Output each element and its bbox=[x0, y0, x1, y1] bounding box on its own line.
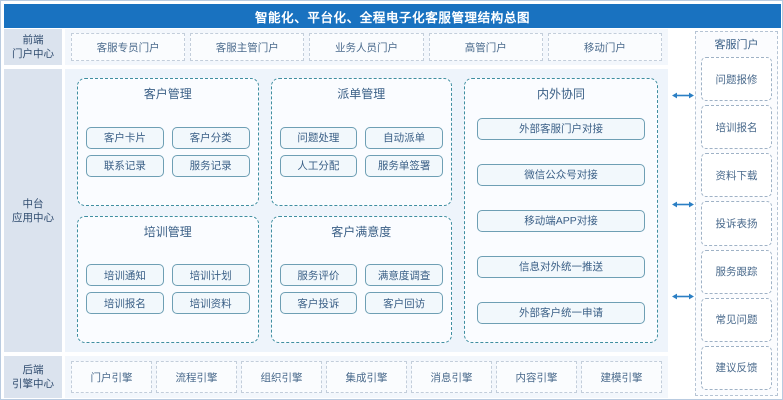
portal-cell-supervisor[interactable]: 客服主管门户 bbox=[190, 33, 305, 61]
chip-auto-dispatch[interactable]: 自动派单 bbox=[365, 126, 443, 149]
engine-label: 流程引擎 bbox=[175, 371, 218, 384]
page-title: 智能化、平台化、全程电子化客服管理结构总图 bbox=[254, 10, 531, 25]
chip-training-materials[interactable]: 培训资料 bbox=[171, 292, 250, 315]
portal-cell-mobile[interactable]: 移动门户 bbox=[547, 33, 663, 61]
chip-service-order-sign[interactable]: 服务单签署 bbox=[365, 154, 443, 177]
engine-label: 门户引擎 bbox=[90, 371, 133, 384]
center-column: 客服专员门户 客服主管门户 业务人员门户 高管门户 移动门户 bbox=[62, 29, 671, 398]
portal-label: 移动门户 bbox=[583, 41, 626, 54]
engine-cell-content[interactable]: 内容引擎 bbox=[496, 361, 577, 393]
panel-items: 培训通知 培训计划 培训报名 培训资料 bbox=[86, 245, 250, 335]
portal-row: 客服专员门户 客服主管门户 业务人员门户 高管门户 移动门户 bbox=[65, 29, 668, 65]
panel-customer-satisfaction: 客户满意度 服务评价 满意度调查 客户投诉 客户回访 bbox=[270, 215, 452, 343]
chip-customer-complaint[interactable]: 客户投诉 bbox=[279, 292, 358, 315]
rail-divider-1 bbox=[4, 65, 62, 69]
panel-title: 培训管理 bbox=[143, 224, 192, 239]
panel-title: 客户满意度 bbox=[331, 224, 392, 239]
engine-cell-portal[interactable]: 门户引擎 bbox=[71, 361, 152, 393]
chip-training-notice[interactable]: 培训通知 bbox=[86, 264, 164, 287]
section-divider-top bbox=[65, 65, 668, 69]
chip-wechat-official-integration[interactable]: 微信公众号对接 bbox=[477, 163, 645, 186]
chip-mobile-app-integration[interactable]: 移动端APP对接 bbox=[477, 209, 645, 232]
panel-dispatch-management: 派单管理 问题处理 自动派单 人工分配 服务单签署 bbox=[270, 78, 452, 206]
right-item-issue-report[interactable]: 问题报修 bbox=[701, 57, 772, 102]
portal-cell-executive[interactable]: 高管门户 bbox=[428, 33, 543, 61]
panel-internal-external-collaboration: 内外协同 外部客服门户对接 微信公众号对接 移动端APP对接 信息对外统一推送 … bbox=[464, 78, 658, 343]
panel-title: 派单管理 bbox=[337, 87, 386, 101]
engine-cell-modeling[interactable]: 建模引擎 bbox=[581, 361, 662, 393]
chip-customer-revisit[interactable]: 客户回访 bbox=[365, 292, 443, 315]
portal-label: 业务人员门户 bbox=[335, 41, 398, 54]
left-rail: 前端 门户中心 中台 应用中心 后端 引擎中心 bbox=[4, 29, 62, 398]
engine-label: 集成引擎 bbox=[345, 371, 388, 384]
right-item-service-tracking[interactable]: 服务跟踪 bbox=[701, 249, 772, 294]
right-rail-title: 客服门户 bbox=[714, 39, 759, 51]
rail-item-middle-platform: 中台 应用中心 bbox=[4, 69, 62, 352]
chip-customer-category[interactable]: 客户分类 bbox=[171, 126, 250, 149]
panel-title: 客户管理 bbox=[143, 87, 192, 101]
chip-contact-record[interactable]: 联系记录 bbox=[86, 154, 164, 177]
engine-cell-process[interactable]: 流程引擎 bbox=[156, 361, 237, 393]
right-item-training-signup[interactable]: 培训报名 bbox=[701, 105, 772, 150]
right-item-faq[interactable]: 常见问题 bbox=[701, 297, 772, 342]
panel-items: 问题处理 自动派单 人工分配 服务单签署 bbox=[279, 107, 443, 197]
customer-service-portal-box: 客服门户 问题报修 培训报名 资料下载 投诉表扬 服务跟踪 常见问题 建议反馈 bbox=[695, 31, 778, 396]
panel-training-management: 培训管理 培训通知 培训计划 培训报名 培训资料 bbox=[77, 215, 259, 343]
chip-manual-assign[interactable]: 人工分配 bbox=[279, 154, 358, 177]
panel-row-bottom: 培训管理 培训通知 培训计划 培训报名 培训资料 客户满意度 服务评 bbox=[77, 215, 452, 343]
rail-divider-2 bbox=[4, 352, 62, 356]
panel-customer-management: 客户管理 客户卡片 客户分类 联系记录 服务记录 bbox=[77, 78, 259, 206]
chip-training-plan[interactable]: 培训计划 bbox=[171, 264, 250, 287]
rail-item-frontend: 前端 门户中心 bbox=[4, 29, 62, 65]
engine-label: 内容引擎 bbox=[515, 371, 558, 384]
diagram-body: 前端 门户中心 中台 应用中心 后端 引擎中心 客服专员门户 客服主管门户 业务… bbox=[4, 29, 781, 398]
panel-title: 内外协同 bbox=[536, 87, 585, 101]
connector-column bbox=[671, 29, 695, 398]
chip-service-evaluation[interactable]: 服务评价 bbox=[279, 264, 358, 287]
diagram-title-bar: 智能化、平台化、全程电子化客服管理结构总图 bbox=[4, 4, 781, 28]
engine-label: 组织引擎 bbox=[260, 371, 303, 384]
section-divider-bottom bbox=[65, 352, 668, 356]
portal-label: 客服专员门户 bbox=[96, 41, 160, 54]
portal-label: 高管门户 bbox=[464, 41, 507, 54]
double-arrow-icon bbox=[672, 292, 694, 301]
application-panels-left: 客户管理 客户卡片 客户分类 联系记录 服务记录 派单管理 问题处理 bbox=[77, 78, 452, 343]
portal-cell-agent[interactable]: 客服专员门户 bbox=[71, 33, 186, 61]
chip-service-record[interactable]: 服务记录 bbox=[171, 154, 250, 177]
rail-item-backend: 后端 引擎中心 bbox=[4, 356, 62, 398]
panel-items: 外部客服门户对接 微信公众号对接 移动端APP对接 信息对外统一推送 外部客户统… bbox=[477, 107, 645, 334]
chip-customer-card[interactable]: 客户卡片 bbox=[86, 126, 164, 149]
portal-cell-business-staff[interactable]: 业务人员门户 bbox=[309, 33, 424, 61]
portal-label: 客服主管门户 bbox=[215, 41, 279, 54]
chip-issue-handling[interactable]: 问题处理 bbox=[279, 126, 358, 149]
engine-label: 消息引擎 bbox=[430, 371, 473, 384]
engine-row: 门户引擎 流程引擎 组织引擎 集成引擎 消息引擎 内容引擎 建模 bbox=[65, 356, 668, 398]
panel-row-top: 客户管理 客户卡片 客户分类 联系记录 服务记录 派单管理 问题处理 bbox=[77, 78, 452, 206]
right-rail: 客服门户 问题报修 培训报名 资料下载 投诉表扬 服务跟踪 常见问题 建议反馈 bbox=[695, 29, 781, 398]
engine-cell-message[interactable]: 消息引擎 bbox=[411, 361, 492, 393]
right-item-material-download[interactable]: 资料下载 bbox=[701, 153, 772, 198]
right-item-complaint-praise[interactable]: 投诉表扬 bbox=[701, 201, 772, 246]
chip-satisfaction-survey[interactable]: 满意度调查 bbox=[365, 264, 443, 287]
chip-training-signup[interactable]: 培训报名 bbox=[86, 292, 164, 315]
engine-label: 建模引擎 bbox=[600, 371, 643, 384]
chip-unified-info-push[interactable]: 信息对外统一推送 bbox=[477, 255, 645, 278]
engine-cell-integration[interactable]: 集成引擎 bbox=[326, 361, 407, 393]
engine-cell-organization[interactable]: 组织引擎 bbox=[241, 361, 322, 393]
double-arrow-icon bbox=[672, 91, 694, 100]
right-item-feedback[interactable]: 建议反馈 bbox=[701, 345, 772, 390]
chip-unified-customer-request[interactable]: 外部客户统一申请 bbox=[477, 301, 645, 324]
application-panels-right: 内外协同 外部客服门户对接 微信公众号对接 移动端APP对接 信息对外统一推送 … bbox=[464, 78, 658, 343]
chip-external-portal-integration[interactable]: 外部客服门户对接 bbox=[477, 117, 645, 140]
double-arrow-icon bbox=[672, 200, 694, 209]
panel-items: 客户卡片 客户分类 联系记录 服务记录 bbox=[86, 107, 250, 197]
panel-items: 服务评价 满意度调查 客户投诉 客户回访 bbox=[279, 245, 443, 335]
application-center-area: 客户管理 客户卡片 客户分类 联系记录 服务记录 派单管理 问题处理 bbox=[65, 69, 668, 352]
